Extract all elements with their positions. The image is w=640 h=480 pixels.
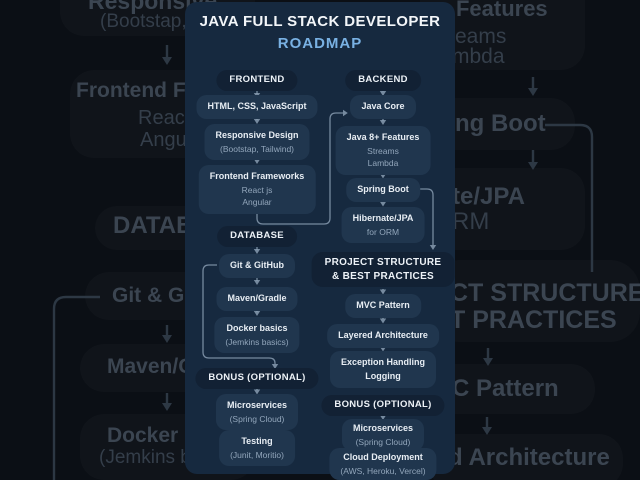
ghost-text: mbda <box>452 45 505 68</box>
node-hibernate-jpa: Hibernate/JPA for ORM <box>341 207 425 244</box>
section-header-frontend: FRONTEND <box>216 70 298 91</box>
node-java8-features: Java 8+ Features Streams Lambda <box>335 126 431 175</box>
header-line: PROJECT STRUCTURE <box>324 257 442 268</box>
node-subtitle: for ORM <box>366 226 400 237</box>
node-title: MVC Pattern <box>356 300 410 310</box>
ghost-text: d Architecture <box>448 444 610 471</box>
node-title: Layered Architecture <box>338 330 428 340</box>
node-title: Logging <box>365 370 401 381</box>
node-docker-basics: Docker basics (Jemkins basics) <box>214 317 300 354</box>
node-subtitle: Angular <box>242 197 272 208</box>
ghost-text: React <box>138 107 191 129</box>
node-title: Java Core <box>361 101 405 111</box>
ghost-text: Frontend Fra <box>76 79 206 102</box>
node-subtitle: React js <box>241 184 273 195</box>
node-subtitle: (Bootstap, Tailwind) <box>219 143 295 154</box>
ghost-text: Maven/G <box>107 355 195 378</box>
ghost-text: T PRACTICES <box>450 306 617 334</box>
node-spring-boot: Spring Boot <box>346 178 420 202</box>
section-header-database: DATABASE <box>217 226 297 247</box>
node-title: Maven/Gradle <box>227 293 287 303</box>
node-git-github: Git & GitHub <box>219 254 295 278</box>
node-subtitle: (Spring Cloud) <box>229 413 285 424</box>
node-subtitle: Streams <box>367 145 399 156</box>
node-exception-handling: Exception Handling Logging <box>329 351 437 388</box>
node-title: Git & GitHub <box>230 260 284 270</box>
node-subtitle: (Jemkins basics) <box>225 336 289 347</box>
page-title: JAVA FULL STACK DEVELOPER <box>199 13 441 30</box>
node-title: HTML, CSS, JavaScript <box>207 101 307 111</box>
section-header-bonus-left: BONUS (OPTIONAL) <box>195 368 319 389</box>
node-frontend-frameworks: Frontend Frameworks React js Angular <box>198 165 316 214</box>
ghost-text: (Bootstap, Ta <box>100 11 212 32</box>
node-cloud-deployment: Cloud Deployment (AWS, Heroku, Vercel) <box>329 448 437 480</box>
node-subtitle: (Junit, Moritio) <box>230 449 284 460</box>
node-title: Exception Handling <box>340 357 426 367</box>
ghost-text: te/JPA <box>452 183 525 210</box>
node-title: Frontend Frameworks <box>209 171 305 181</box>
node-title: Spring Boot <box>357 184 409 194</box>
ghost-text: ng Boot <box>455 110 546 137</box>
node-title: Microservices <box>352 423 414 433</box>
node-testing: Testing (Junit, Moritio) <box>219 430 295 467</box>
header-line: & BEST PRACTICES <box>331 270 435 282</box>
node-html-css-js: HTML, CSS, JavaScript <box>196 95 318 119</box>
node-responsive-design: Responsive Design (Bootstap, Tailwind) <box>204 124 310 161</box>
node-subtitle: (Spring Cloud) <box>355 436 411 447</box>
ghost-text: Docker ba <box>107 424 209 447</box>
ghost-text: Responsive <box>88 0 218 14</box>
node-title: Hibernate/JPA <box>352 213 414 223</box>
section-header-project-structure: PROJECT STRUCTURE & BEST PRACTICES <box>311 252 455 287</box>
node-title: Docker basics <box>226 323 288 333</box>
node-layered-architecture: Layered Architecture <box>327 324 439 348</box>
section-header-bonus-right: BONUS (OPTIONAL) <box>321 395 445 416</box>
section-header-backend: BACKEND <box>345 70 421 91</box>
node-title: Microservices <box>226 400 288 410</box>
ghost-text: C Pattern <box>452 375 559 402</box>
node-title: Cloud Deployment <box>343 452 423 462</box>
node-microservices-right: Microservices (Spring Cloud) <box>341 419 425 452</box>
node-subtitle: (AWS, Heroku, Vercel) <box>340 465 426 476</box>
page-subtitle: ROADMAP <box>277 35 363 52</box>
node-mvc-pattern: MVC Pattern <box>345 294 421 318</box>
node-subtitle: Lambda <box>367 158 399 169</box>
node-title: Testing <box>241 436 273 446</box>
roadmap-panel: JAVA FULL STACK DEVELOPER ROADMAP <box>185 2 455 480</box>
ghost-text: (Jemkins b <box>99 447 191 468</box>
node-maven-gradle: Maven/Gradle <box>216 287 298 311</box>
ghost-text: CT STRUCTURE <box>450 279 640 307</box>
ghost-text: eams <box>455 25 507 48</box>
ghost-text: Git & Git <box>112 284 198 307</box>
node-microservices-left: Microservices (Spring Cloud) <box>215 394 299 431</box>
node-java-core: Java Core <box>350 95 416 119</box>
node-title: Responsive Design <box>215 130 299 140</box>
ghost-text: RM <box>452 208 490 235</box>
ghost-text: + Features <box>437 0 548 21</box>
ghost-text: Angul <box>140 129 192 151</box>
node-title: Java 8+ Features <box>346 132 420 142</box>
